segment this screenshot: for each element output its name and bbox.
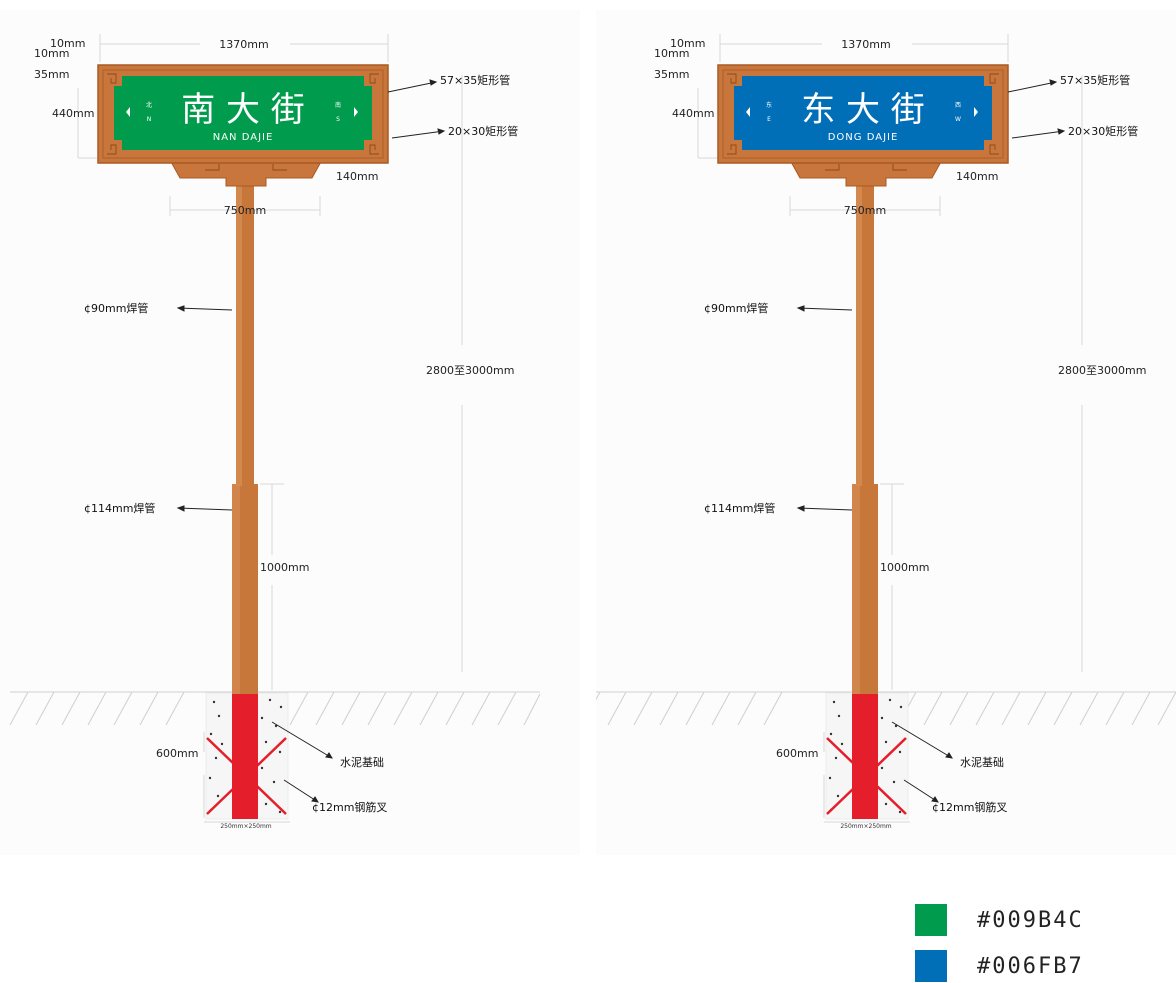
dimension-lines [697,34,1083,823]
legend-item-green: #009B4C [915,904,1084,936]
sign-panel-green: 南 大 街 NAN DAJIE 北 N 南 S [114,76,372,150]
legend-item-blue: #006FB7 [915,950,1084,982]
dim-foundation-size: 250mm×250mm [840,823,891,830]
sign-drawing-right: 东 大 街 DONG DAJIE 东 E 西 W 10mm 10mm 35mm … [581,10,1176,855]
pole [852,184,878,694]
note-cement: 水泥基础 [960,756,1004,769]
dim-10mm-b: 10mm [654,47,689,60]
arrow-left-icon [126,107,130,117]
note-rebar: ¢12mm钢筋叉 [312,800,387,814]
direction-left-en: E [767,116,771,123]
sign-drawing-svg: 南 大 街 NAN DAJIE 北 N 南 S 10mm 10mm 35mm 4… [9,34,541,830]
ground-hatch [581,691,1176,726]
dim-600mm: 600mm [776,747,818,760]
dim-440mm: 440mm [672,107,714,120]
street-name-chinese: 东 大 街 [801,90,925,130]
arrow-left-icon [746,107,750,117]
dim-10mm-b: 10mm [34,47,69,60]
dim-height-total: 2800至3000mm [1058,364,1146,377]
color-swatch-blue [915,950,947,982]
note-pipe-90: ¢90mm焊管 [84,301,148,315]
note-tube-20: 20×30矩形管 [1068,124,1138,138]
sign-drawing-left: 南 大 街 NAN DAJIE 北 N 南 S 10mm 10mm 35mm 4… [0,10,580,855]
street-name-pinyin: NAN DAJIE [213,132,274,143]
direction-right-cn: 西 [955,102,961,109]
sign-drawing-svg: 东 大 街 DONG DAJIE 东 E 西 W 10mm 10mm 35mm … [581,34,1176,830]
cement-foundation [205,692,289,820]
street-name-pinyin: DONG DAJIE [828,132,899,143]
note-pipe-114: ¢114mm焊管 [84,501,155,515]
dim-140mm: 140mm [956,170,998,183]
note-rebar: ¢12mm钢筋叉 [932,800,1007,814]
direction-right-en: S [336,116,340,123]
pole [232,184,258,694]
dim-750mm: 750mm [844,204,886,217]
dim-1000mm: 1000mm [880,561,929,574]
dim-140mm: 140mm [336,170,378,183]
arrow-right-icon [354,107,358,117]
direction-left-cn: 东 [766,101,772,109]
note-tube-57: 57×35矩形管 [1060,73,1130,87]
dim-440mm: 440mm [52,107,94,120]
direction-right-en: W [955,116,961,123]
dim-height-total: 2800至3000mm [426,364,514,377]
note-pipe-90: ¢90mm焊管 [704,301,768,315]
cement-foundation [825,692,909,820]
direction-left-en: N [147,116,152,123]
dim-10mm-a: 10mm [670,37,705,50]
dim-35mm: 35mm [34,68,69,81]
dim-1370mm: 1370mm [219,38,268,51]
dim-600mm: 600mm [156,747,198,760]
direction-right-cn: 南 [335,101,341,109]
sign-panel-blue: 东 大 街 DONG DAJIE 东 E 西 W [734,76,992,150]
direction-left-cn: 北 [146,101,152,109]
legend-label-green: #009B4C [977,907,1084,933]
dim-1370mm: 1370mm [841,38,890,51]
ground-hatch [9,691,541,726]
dim-750mm: 750mm [224,204,266,217]
leader-arrows [176,79,446,803]
legend-label-blue: #006FB7 [977,953,1084,979]
note-tube-57: 57×35矩形管 [440,73,510,87]
note-tube-20: 20×30矩形管 [448,124,518,138]
dim-10mm-a: 10mm [50,37,85,50]
street-name-chinese: 南 大 街 [181,90,305,130]
note-pipe-114: ¢114mm焊管 [704,501,775,515]
arrow-right-icon [974,107,978,117]
color-swatch-green [915,904,947,936]
note-cement: 水泥基础 [340,756,384,769]
dim-35mm: 35mm [654,68,689,81]
leader-arrows [796,79,1066,803]
dim-1000mm: 1000mm [260,561,309,574]
dim-foundation-size: 250mm×250mm [220,823,271,830]
